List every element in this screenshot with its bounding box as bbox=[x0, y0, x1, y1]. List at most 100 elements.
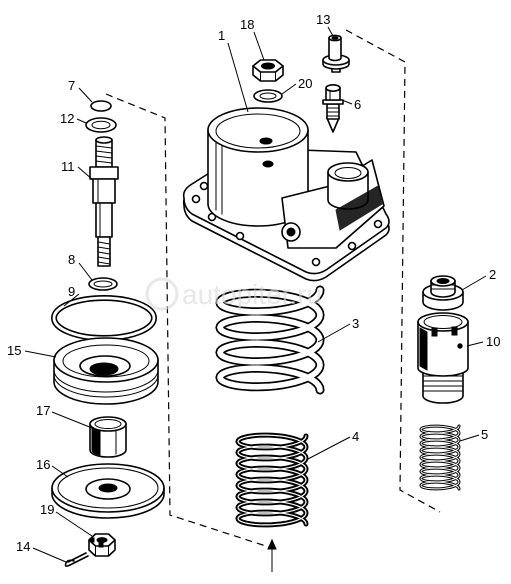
thread-line bbox=[97, 251, 111, 255]
part-17-sleeve bbox=[89, 416, 127, 458]
leader-18 bbox=[253, 31, 265, 61]
housing-valve-tube-bore bbox=[334, 167, 362, 179]
bolt-hole bbox=[235, 231, 245, 241]
part-7-ring bbox=[90, 100, 112, 112]
part-5-spring bbox=[419, 424, 461, 491]
callout-18: 18 bbox=[240, 17, 254, 32]
body-10-bore bbox=[423, 315, 463, 329]
leader-9 bbox=[63, 293, 80, 307]
housing-side-hole bbox=[262, 160, 274, 168]
leader-5 bbox=[459, 434, 480, 442]
body-10-shade bbox=[419, 327, 428, 371]
washer-12-outer bbox=[85, 117, 117, 133]
watermark: autopiter.ru bbox=[145, 277, 322, 311]
callout-10: 10 bbox=[486, 334, 500, 349]
callout-16: 16 bbox=[36, 457, 50, 472]
callout-20: 20 bbox=[298, 76, 312, 91]
leader-6 bbox=[341, 99, 353, 105]
piston-15-groove bbox=[53, 369, 159, 393]
thread-line bbox=[97, 261, 111, 265]
callout-15: 15 bbox=[7, 343, 21, 358]
valve-6-top bbox=[325, 84, 341, 93]
callout-17: 17 bbox=[36, 403, 50, 418]
bolt-hole bbox=[199, 181, 209, 191]
watermark-logo-icon bbox=[145, 277, 179, 311]
bolt-hole bbox=[311, 257, 321, 267]
callout-14: 14 bbox=[16, 539, 30, 554]
ring-8-inner bbox=[93, 280, 113, 288]
leader-7 bbox=[78, 87, 93, 103]
cotter-pin-14 bbox=[64, 552, 89, 567]
nut-18-hole bbox=[261, 62, 275, 70]
callout-6: 6 bbox=[354, 97, 361, 112]
body-10-hole bbox=[457, 343, 463, 349]
housing-shadow bbox=[335, 185, 383, 231]
part-18-nut bbox=[252, 59, 284, 82]
bolt-hole bbox=[347, 241, 357, 251]
callout-9: 9 bbox=[68, 284, 75, 299]
leader-8 bbox=[78, 262, 93, 281]
callout-2: 2 bbox=[489, 267, 496, 282]
housing-cylinder-top bbox=[207, 107, 309, 153]
piston-15-rim bbox=[62, 344, 150, 378]
assembly-lines bbox=[105, 29, 441, 572]
leader-lines bbox=[24, 26, 487, 563]
callout-11: 11 bbox=[61, 159, 75, 174]
leader-10 bbox=[466, 341, 484, 347]
thread-line bbox=[95, 150, 113, 154]
leader-12 bbox=[76, 118, 87, 124]
piston-15-hub bbox=[89, 362, 119, 376]
leader-19 bbox=[55, 511, 93, 537]
part-6-valve bbox=[322, 84, 344, 133]
thread-line bbox=[95, 155, 113, 159]
diaphragm-16-rim bbox=[57, 467, 159, 509]
callout-5: 5 bbox=[481, 427, 488, 442]
part-4-spring bbox=[235, 432, 309, 528]
callout-1: 1 bbox=[218, 28, 225, 43]
spring-3-coil bbox=[217, 287, 323, 393]
leader-17 bbox=[51, 411, 93, 429]
ring-8-outer bbox=[88, 277, 118, 291]
callout-13: 13 bbox=[316, 12, 330, 27]
assembly-line-right bbox=[345, 29, 441, 513]
part-1-housing bbox=[182, 107, 390, 282]
piston-15-groove bbox=[53, 374, 159, 398]
leader-15 bbox=[24, 350, 57, 358]
callout-8: 8 bbox=[68, 252, 75, 267]
thread-line bbox=[97, 246, 111, 250]
housing-port-bore bbox=[286, 227, 296, 237]
fitting-13-body bbox=[328, 37, 342, 62]
callout-7: 7 bbox=[68, 78, 75, 93]
leader-2 bbox=[461, 275, 487, 291]
housing-top-hole bbox=[259, 137, 273, 145]
shaft-11-lower-thread bbox=[97, 236, 111, 267]
ring-7 bbox=[90, 100, 112, 112]
part-3-spring bbox=[215, 285, 325, 395]
arrow-up-icon bbox=[267, 538, 277, 550]
part-19-castle-nut bbox=[88, 533, 116, 557]
thread-line bbox=[95, 145, 113, 149]
thread-line bbox=[97, 241, 111, 245]
leader-16 bbox=[51, 465, 69, 478]
callout-19: 19 bbox=[40, 502, 54, 517]
spring-4-highlight bbox=[237, 434, 307, 526]
shaft-11-top bbox=[95, 136, 113, 144]
part-20-washer bbox=[253, 89, 283, 103]
washer-12-inner bbox=[91, 120, 111, 130]
shaft-11-neck bbox=[95, 202, 113, 238]
bolt-hole bbox=[191, 194, 201, 204]
leader-13 bbox=[327, 26, 334, 37]
cap-2-hole bbox=[436, 278, 450, 284]
washer-20-outer bbox=[253, 89, 283, 103]
leader-3 bbox=[317, 323, 351, 343]
shaft-11-body bbox=[92, 178, 116, 204]
spring-5-highlight bbox=[420, 425, 460, 490]
part-12-washer bbox=[85, 117, 117, 133]
part-11-shaft bbox=[89, 136, 119, 267]
o-ring-9-body bbox=[52, 296, 156, 340]
part-15-piston bbox=[53, 337, 159, 405]
part-9-o-ring bbox=[51, 295, 157, 341]
part-14-cotter-pin bbox=[64, 552, 89, 567]
sleeve-17-shade bbox=[91, 427, 101, 456]
